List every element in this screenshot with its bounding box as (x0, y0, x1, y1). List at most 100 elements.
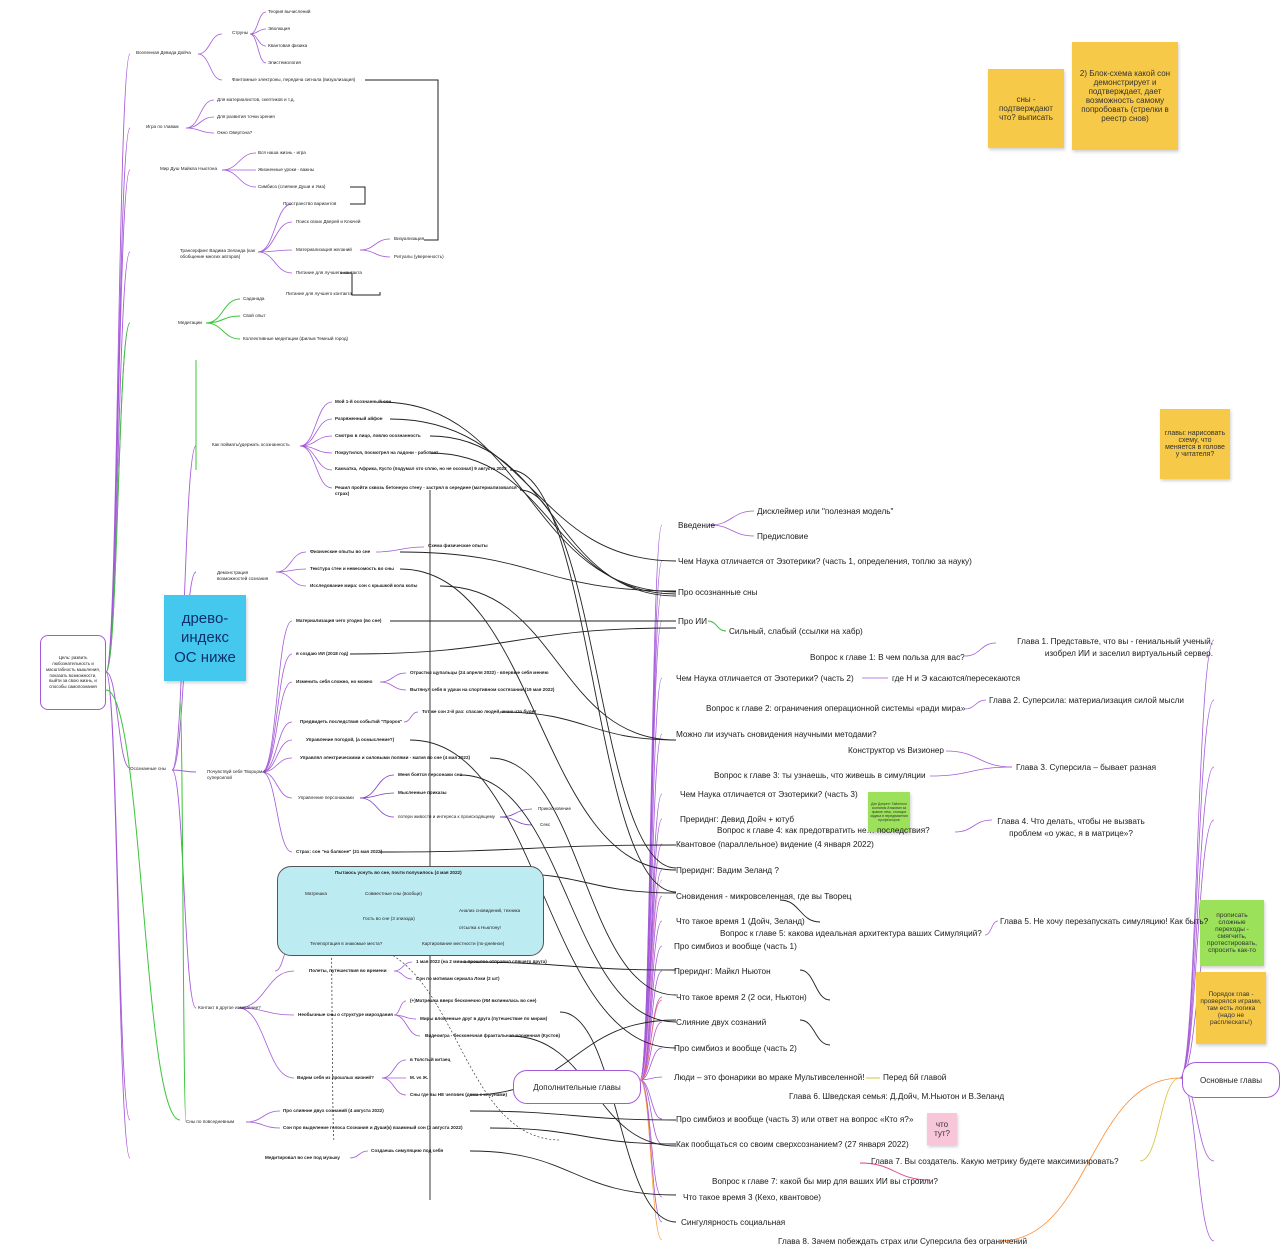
node-may-first[interactable]: 1 мая 2022 (на 2 мин в прошлое отправил … (416, 959, 547, 964)
node-dreams-micro[interactable]: Сновидения - микровселенная, где вы Твор… (676, 892, 852, 901)
node-tentacles[interactable]: Отрастил щупальцы (24 апреля 2022) - впе… (410, 670, 549, 675)
node-sex[interactable]: Секс (540, 822, 551, 827)
node-constructor[interactable]: Конструктор vs Визионер (848, 746, 944, 755)
node-preride-deutsch[interactable]: Прериднг: Девид Дойч + ютуб (680, 815, 795, 824)
node-create-ai[interactable]: я создаю ИИ (2018 год) (296, 651, 349, 656)
node-epistemology[interactable]: Эпистемология (268, 60, 301, 65)
node-phantom-electrons[interactable]: Фантомные электроны, передача сигнала (в… (232, 77, 356, 82)
node-about-ai[interactable]: Про ИИ (678, 617, 708, 626)
node-life-game[interactable]: Вся наша жизнь - игра (258, 150, 306, 155)
node-physics-scheme[interactable]: Схема физические опыты (428, 543, 488, 548)
node-fractal-game[interactable]: Видеоигра - бесконечная фрактальная влож… (425, 1033, 561, 1038)
node-time-1[interactable]: Что такое время 1 (Дойч, Зеланд) (676, 917, 805, 926)
node-mapping[interactable]: Картирование местности (по-дневное) (422, 941, 505, 946)
node-symbiosis-2[interactable]: Про симбиоз и вообще (часть 2) (674, 1044, 797, 1053)
node-creator-superpower[interactable]: Почувствуй себя Творцом с суперсилой (207, 769, 269, 781)
node-simulation-self[interactable]: Создаешь симуляцию под себя (371, 1148, 444, 1153)
node-look-palms[interactable]: Покрутился, посмотрел на ладони - работа… (335, 450, 439, 455)
node-merge-two[interactable]: Слияние двух сознаний (676, 1018, 767, 1027)
node-matryoshka[interactable]: Матрешка (305, 891, 327, 896)
node-preride-zeland[interactable]: Прериднг: Вадим Зеланд ? (676, 866, 779, 875)
node-dead-iphone[interactable]: Разряженный айфон (335, 416, 383, 421)
node-quantum-physics[interactable]: Квантовая физика (268, 43, 308, 48)
node-guest-in-dream[interactable]: Гость во сне (3 эпизода) (363, 916, 415, 921)
node-rituals[interactable]: Ритуалы (уверенность) (394, 254, 444, 259)
node-m-vs-f[interactable]: М. vs Ж. (410, 1075, 429, 1080)
node-electric-fields[interactable]: Управлял электрическими и силовыми полям… (300, 755, 471, 760)
node-study-dreams[interactable]: Можно ли изучать сновидения научными мет… (676, 730, 877, 739)
node-everyday-dreams[interactable]: Сны по повседневным (186, 1119, 235, 1124)
node-q3[interactable]: Вопрос к главе 3: ты узнаешь, что живешь… (714, 771, 926, 780)
node-q5[interactable]: Вопрос к главе 5: какова идеальная архит… (720, 929, 982, 938)
node-newton-ref[interactable]: отсылка к Ньютону! (459, 925, 501, 930)
node-evolution[interactable]: Эволюция (268, 26, 290, 31)
node-singularity[interactable]: Сингулярность социальная (681, 1218, 786, 1227)
node-merge-consciousness[interactable]: Про слияние двух сознаний (4 августа 202… (283, 1108, 384, 1113)
node-not-human[interactable]: Сны где вы НЕ человек (дома с клоунами) (410, 1092, 508, 1097)
node-concrete-wall[interactable]: Решил пройти сквозь бетонную стену - зас… (335, 485, 530, 497)
node-q7[interactable]: Вопрос к главе 7: какой бы мир для ваших… (712, 1177, 938, 1186)
sticky-green-small[interactable]: Дэн Дэнретт Тайленол сознания Атакован з… (868, 792, 910, 832)
node-dream-analysis[interactable]: Анализ сновидений, техника (459, 908, 521, 913)
main-chapters-node[interactable]: Основные главы (1182, 1062, 1280, 1098)
node-q2[interactable]: Вопрос к главе 2: ограничения операционн… (706, 704, 966, 713)
node-physical-experiments[interactable]: Физические опыты во сне (310, 549, 371, 554)
node-own-experience[interactable]: Свой опыт (243, 313, 266, 318)
node-intro[interactable]: Введение (678, 521, 716, 530)
node-sport-luck[interactable]: Вытянул себя в удачи на спортивном состя… (410, 687, 555, 692)
node-nutrition-contact[interactable]: Питание для лучшего контакта (296, 270, 362, 275)
node-teleport[interactable]: Телепортация в знакомые места? (310, 941, 383, 946)
node-kamchatka[interactable]: Камчатка, Африка, Кусто (подумал что спл… (335, 466, 507, 471)
node-shared-dreams[interactable]: Совместные сны (вообще) (365, 891, 422, 896)
sticky-chapters-draw[interactable]: главы: нарисовать схему, что меняется в … (1160, 409, 1230, 479)
sticky-who-here[interactable]: что тут? (927, 1113, 957, 1145)
node-matryoshka-up[interactable]: (+)Матрешка вверх бесконечно (ИИ вклинил… (410, 998, 537, 1003)
node-universe-structure[interactable]: Необычные сны о структуре мироздания (298, 1012, 393, 1017)
node-touch[interactable]: Прикосновение (538, 806, 572, 811)
node-science-2[interactable]: Чем Наука отличается от Эзотерики? (част… (676, 674, 854, 683)
node-science-2-note[interactable]: где Н и Э касаются/пересекаются (892, 674, 1021, 683)
node-ch2[interactable]: Глава 2. Суперсила: материализация силой… (989, 696, 1185, 705)
node-materialize-anything[interactable]: Материализация чего угодно (во сне) (296, 618, 382, 623)
node-ch6[interactable]: Глава 6. Шведская семья: Д.Дойч, М.Ньюто… (789, 1092, 1005, 1101)
node-symbiosis-3[interactable]: Про симбиоз и вообще (часть 3) или ответ… (676, 1115, 914, 1124)
node-time-travel[interactable]: Полеты, путешествия во времени (309, 968, 387, 973)
node-viewpoint[interactable]: Для развития точки зрения (217, 114, 275, 119)
node-transurfing[interactable]: Трансерфинг Вадима Зеланда (как обобщени… (180, 248, 258, 261)
node-nested-worlds[interactable]: Миры вложенные друг в друга (путешествие… (420, 1016, 548, 1021)
node-symbiosis-soul[interactable]: Симбиоз (слияние Души и Ума) (258, 184, 326, 189)
node-talk-superconsciousness[interactable]: Как пообщаться со своим сверхсознанием? … (676, 1140, 909, 1149)
node-catch-awareness[interactable]: Как поймать/удержать осознанность (212, 442, 290, 447)
node-loki[interactable]: Сон по мотивам сериала Локи (2 шт) (416, 976, 500, 981)
node-character-control[interactable]: Управление персонажами (298, 795, 354, 800)
node-variant-space[interactable]: Пространство вариантов (283, 201, 337, 206)
node-deutsch-universe[interactable]: Вселенная Девида Дойча (136, 50, 191, 55)
node-science-1[interactable]: Чем Наука отличается от Эзотерики? (част… (678, 557, 972, 566)
node-wall-texture[interactable]: Текстура стен и невесомость во сны (310, 566, 394, 571)
node-sadananda[interactable]: Саданада (243, 296, 265, 301)
node-ch4[interactable]: Глава 4. Что делать, чтобы не вызвать пр… (996, 816, 1146, 840)
node-loss-interest[interactable]: потери живости и интереса к происходящем… (398, 814, 495, 819)
node-strong-weak[interactable]: Сильный, слабый (ссылки на хабр) (729, 627, 863, 636)
node-voice-consciousness[interactable]: Сон про выделение голоса Сознания и Души… (283, 1125, 463, 1130)
node-meditations[interactable]: Медитации (178, 320, 202, 325)
node-demo-abilities[interactable]: Демонстрация возможностей сознания (217, 570, 275, 582)
node-lanterns[interactable]: Люди – это фонарики во мраке Мультивселе… (674, 1073, 865, 1082)
node-time-2[interactable]: Что такое время 2 (2 оси, Ньютон) (676, 993, 807, 1002)
node-symbiosis-1[interactable]: Про симбиоз и вообще (часть 1) (674, 942, 797, 951)
node-prophet[interactable]: Предвидеть последствия событий "Пророк" (300, 719, 403, 724)
node-fall-asleep-in-dream[interactable]: Пытаюсь уснуть во сне, почти получилось … (335, 870, 462, 875)
sticky-order[interactable]: Порядок глав - проверялся играми, там ес… (1196, 972, 1266, 1044)
node-same-dream-twice[interactable]: Тот же сон 2-й раз: спасаю людей, знаю ч… (422, 709, 537, 714)
extra-chapters-node[interactable]: Дополнительные главы (513, 1070, 641, 1104)
node-quantum-vision[interactable]: Квантовое (параллельное) видение (4 янва… (676, 840, 874, 849)
node-first-lucid[interactable]: Мой 1-й осознанный сон (335, 399, 392, 404)
sticky-dreams-confirm[interactable]: сны - подтверждают что? выписать (988, 69, 1064, 148)
node-science-3[interactable]: Чем Наука отличается от Эзотерики? (част… (680, 790, 858, 799)
node-cola-cap[interactable]: Исследование мира: сон с крышкой кола ко… (310, 583, 418, 588)
sticky-tree-index[interactable]: древо-индекс ОС ниже (164, 595, 246, 681)
node-q1[interactable]: Вопрос к главе 1: В чем польза для вас? (810, 653, 965, 662)
node-nutrition-contact-2[interactable]: Питание для лучшего контакта (286, 291, 352, 296)
node-doors-keys[interactable]: Поиск своих Дверей и Ключей (296, 219, 361, 224)
node-look-face[interactable]: Смотрю в лицо, ловлю осознанность (335, 433, 421, 438)
